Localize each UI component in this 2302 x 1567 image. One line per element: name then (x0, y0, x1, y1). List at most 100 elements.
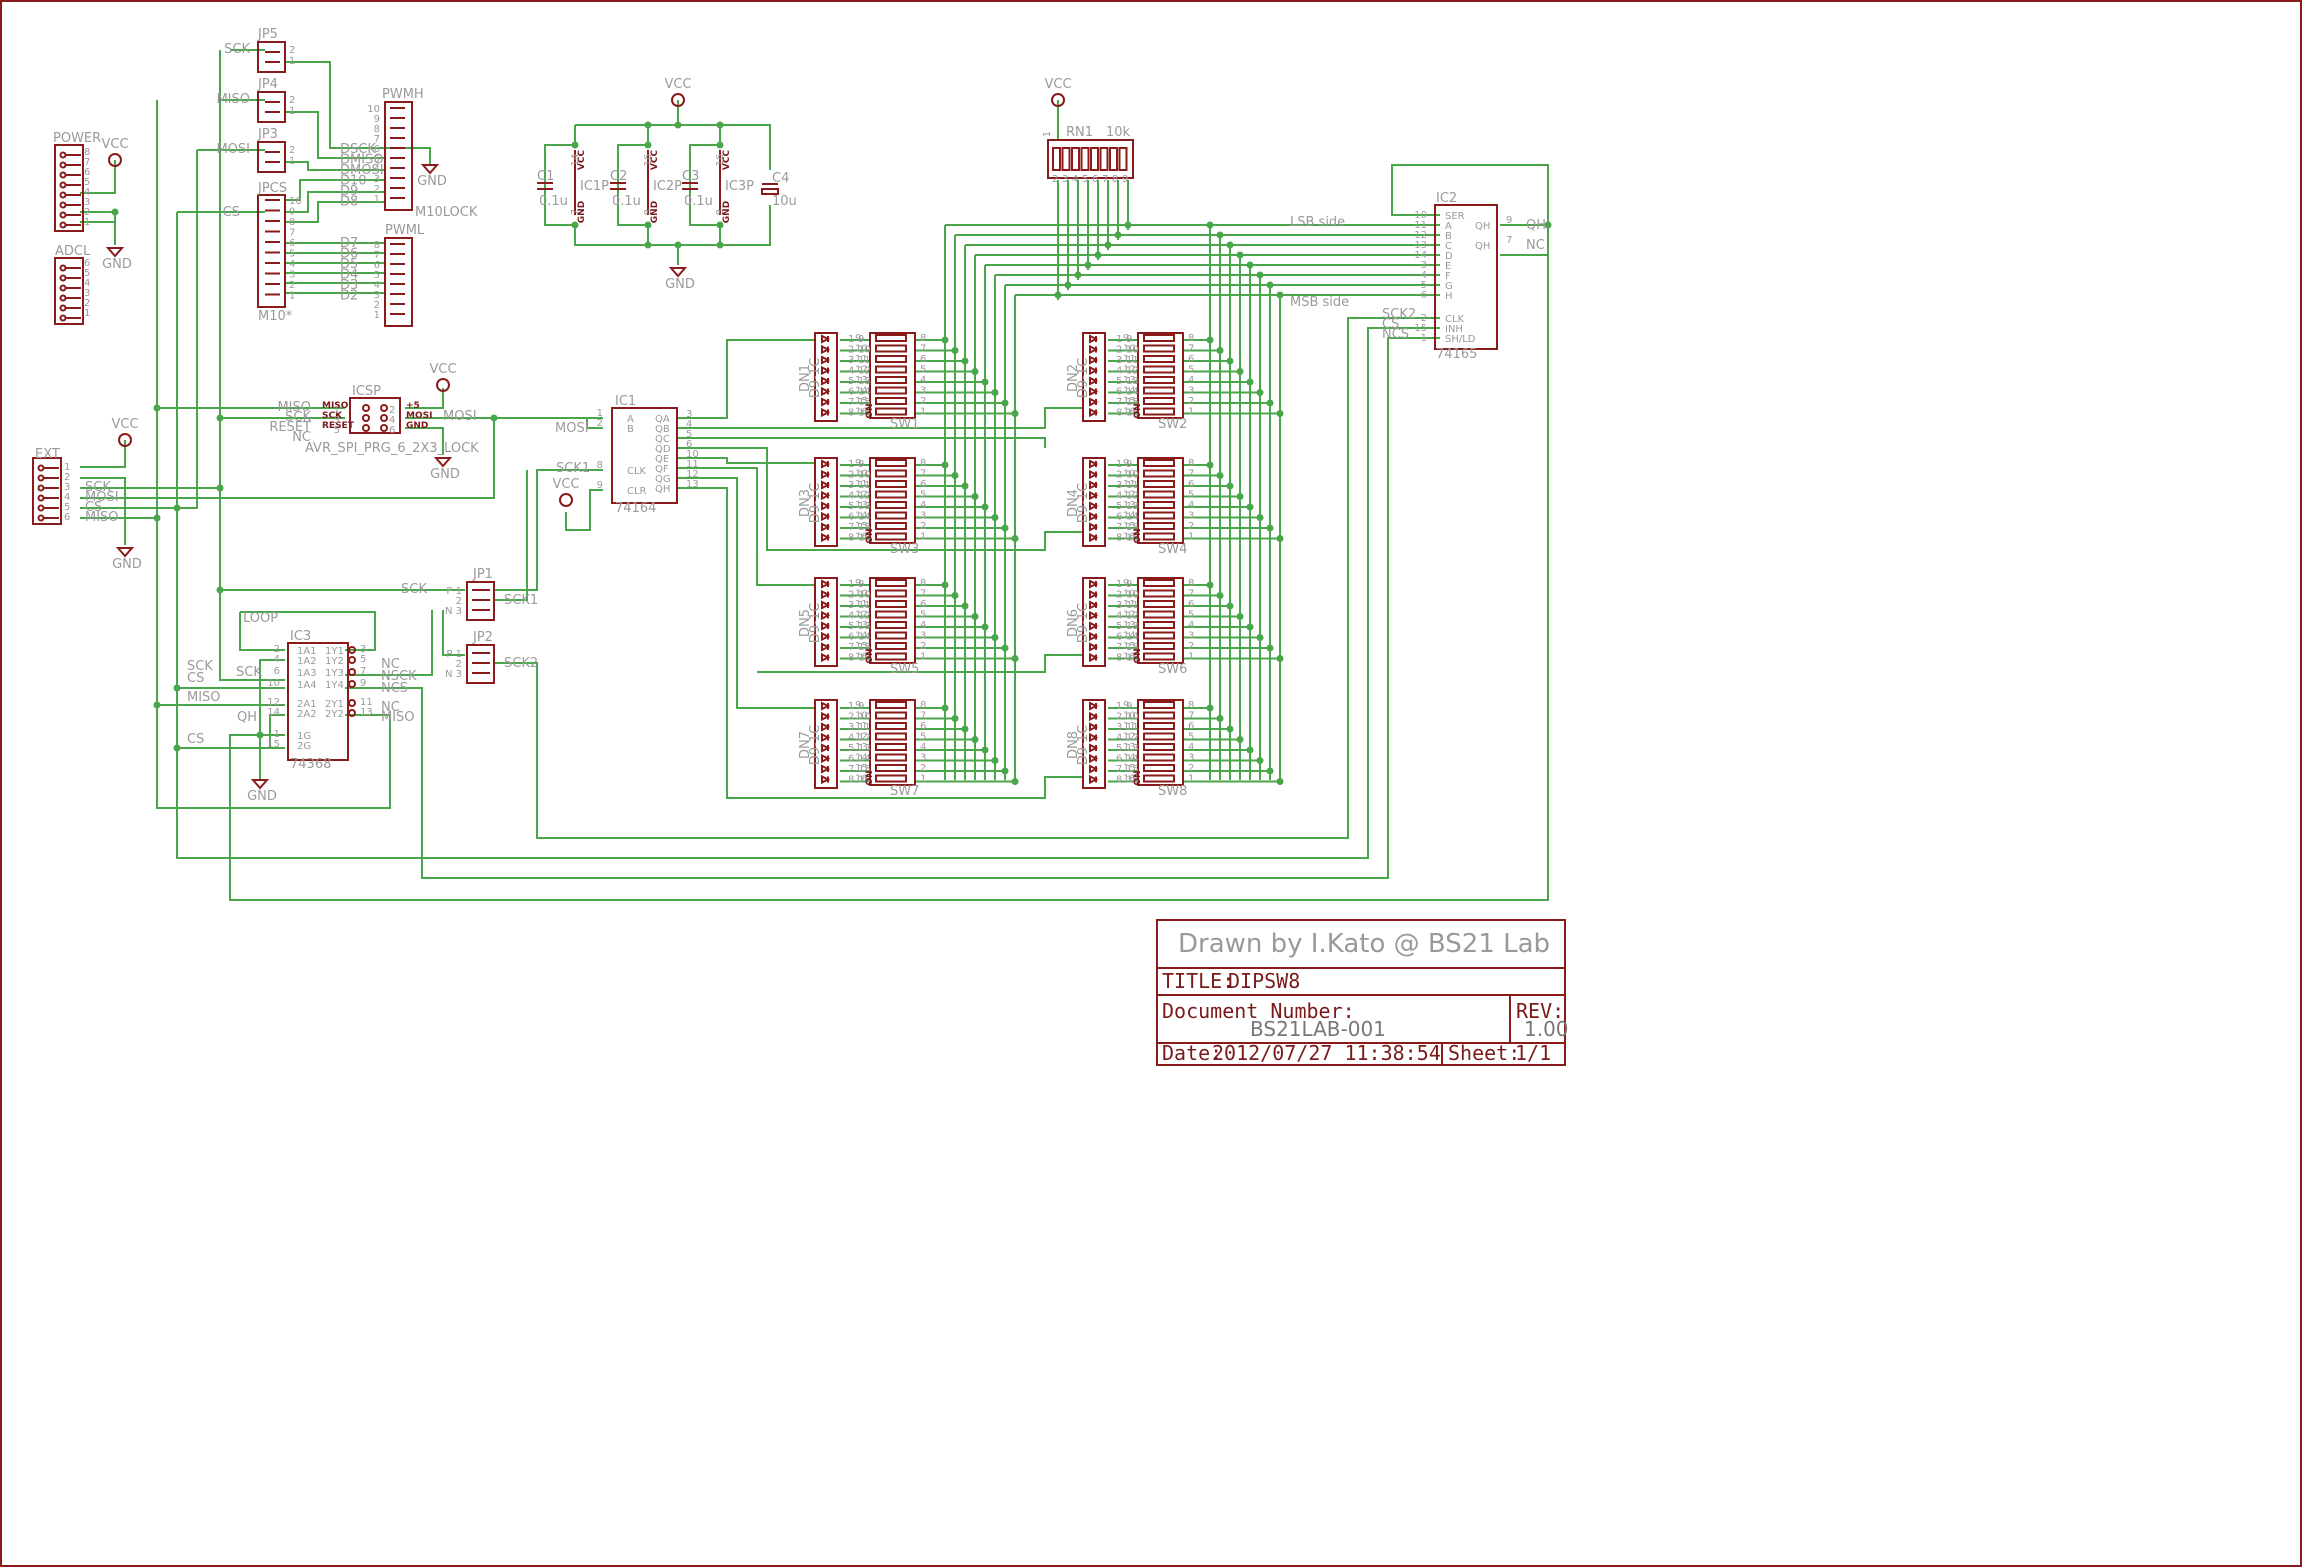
diode-pin: 8 (1116, 533, 1122, 544)
junction-dot (991, 634, 999, 641)
dip-slider (1143, 490, 1175, 499)
dip-slider (875, 722, 907, 730)
sw-pin: 2 (920, 521, 926, 532)
ic2-out-net: QH (1526, 218, 1546, 233)
sw-pin: 1 (1188, 407, 1194, 418)
rn1-pin: 9 (1122, 174, 1128, 185)
rn1-resistor (1071, 147, 1080, 171)
diode-pin: 4 (1116, 366, 1122, 377)
junction-dot (1256, 389, 1264, 396)
dip-slider (875, 522, 907, 530)
sw-pin: 8 (1188, 333, 1194, 344)
pwml-pin: 6 (374, 260, 380, 271)
dip-slider (875, 652, 907, 661)
sw-pin: 5 (920, 732, 926, 743)
diode-pin: 1 (848, 459, 854, 470)
cap-name: C2 (610, 169, 627, 184)
sw-pin: 14 (855, 386, 868, 397)
diode-pin: 3 (848, 355, 854, 366)
labels-layer: POWERADCLEXT87654321654321123456SCKMOSIC… (35, 27, 1546, 804)
diode-symbol (821, 631, 831, 642)
sw-pin: 4 (1188, 742, 1194, 753)
diode-pin: 3 (1116, 480, 1122, 491)
wire (689, 125, 721, 245)
junction-dot (1544, 221, 1552, 229)
wire (239, 612, 285, 651)
ic3-out-pin: 3 (360, 644, 366, 655)
sw-pin: 1 (1188, 652, 1194, 663)
jpcs-pin: 8 (289, 217, 295, 228)
dip-slider (1143, 600, 1175, 608)
sw-pin: 6 (920, 479, 926, 490)
dip-slider (1143, 532, 1175, 541)
diode-symbol (1089, 722, 1099, 732)
rn1-pin: 8 (1112, 174, 1118, 185)
ic2-pin-number: 14 (1414, 250, 1427, 261)
junction-dot (1246, 261, 1254, 269)
junction-dot (1246, 746, 1254, 754)
lsb-label: LSB side (1290, 215, 1345, 230)
diode-pin: 4 (848, 491, 854, 502)
ext-header-pin (37, 474, 45, 482)
junction-dot (1001, 399, 1009, 407)
icsp-pin-number: 4 (389, 415, 395, 426)
diode-pin: 16 (858, 408, 871, 419)
sw-pin: 12 (855, 732, 868, 743)
diode-pin: 4 (848, 733, 854, 744)
diode-pin: 15 (858, 522, 871, 533)
diode-symbol (821, 386, 831, 397)
gnd-label: GND (112, 557, 142, 572)
diode-symbol (1089, 532, 1099, 543)
ic3-left-net: CS (187, 732, 204, 747)
pwmh-pin: 9 (374, 114, 380, 125)
junction-dot (951, 592, 959, 599)
diode-pin: 13 (1126, 743, 1139, 754)
ic2-pin-label: F (1445, 271, 1451, 282)
gnd-label: GND (665, 277, 695, 292)
vcc-symbol (559, 493, 573, 507)
adcl-name: ADCL (55, 244, 91, 259)
diode-pin: 1 (848, 579, 854, 590)
wire (574, 205, 771, 246)
rn1-resistor (1080, 147, 1090, 171)
wire (677, 457, 815, 464)
sw-pin: 4 (920, 620, 926, 631)
diode-symbol (821, 501, 831, 511)
diode-symbol (1089, 376, 1099, 386)
sw-pin: 13 (855, 500, 868, 511)
ic3-out-net: NSCK (381, 669, 417, 684)
ic3-sck-net: SCK (236, 665, 262, 680)
icsp-pin (380, 404, 388, 412)
junction-dot (1216, 472, 1224, 479)
diode-pin: 16 (1126, 653, 1139, 664)
gnd-label: GND (247, 789, 277, 804)
wire (565, 489, 603, 531)
diode-pin: 11 (1126, 600, 1139, 611)
junction-dot (951, 472, 959, 479)
sw-pin: 1 (920, 407, 926, 418)
wire (757, 654, 1083, 673)
icsp-pin-number: 1 (334, 405, 340, 416)
jpcs-pin: 6 (289, 238, 295, 249)
diode-pin: 6 (848, 632, 854, 643)
ic1-out-pin: 11 (686, 459, 699, 470)
diode-pin: 4 (848, 366, 854, 377)
rn1-resistor (1109, 147, 1118, 171)
junction-dot (644, 221, 652, 229)
docnum-label: Document Number: (1162, 999, 1355, 1023)
diode-pin: 10 (1126, 345, 1139, 356)
ext-signal: SCK (85, 480, 111, 495)
sw-pin: 3 (1188, 511, 1194, 522)
pwml-pin: 5 (374, 270, 380, 281)
diode-pin: 7 (1116, 397, 1122, 408)
pwml-signal: D5 (340, 257, 358, 272)
junction-dot (1001, 524, 1009, 532)
icsp-left-net: NC (292, 430, 311, 445)
sw-pin: 15 (1123, 763, 1136, 774)
icsp-pin (380, 424, 388, 432)
power-header-pin (59, 181, 67, 189)
diode-pin: 2 (1116, 345, 1122, 356)
ground-symbol (115, 547, 135, 558)
diode-symbol (821, 621, 831, 631)
power-header-pin (59, 221, 67, 229)
